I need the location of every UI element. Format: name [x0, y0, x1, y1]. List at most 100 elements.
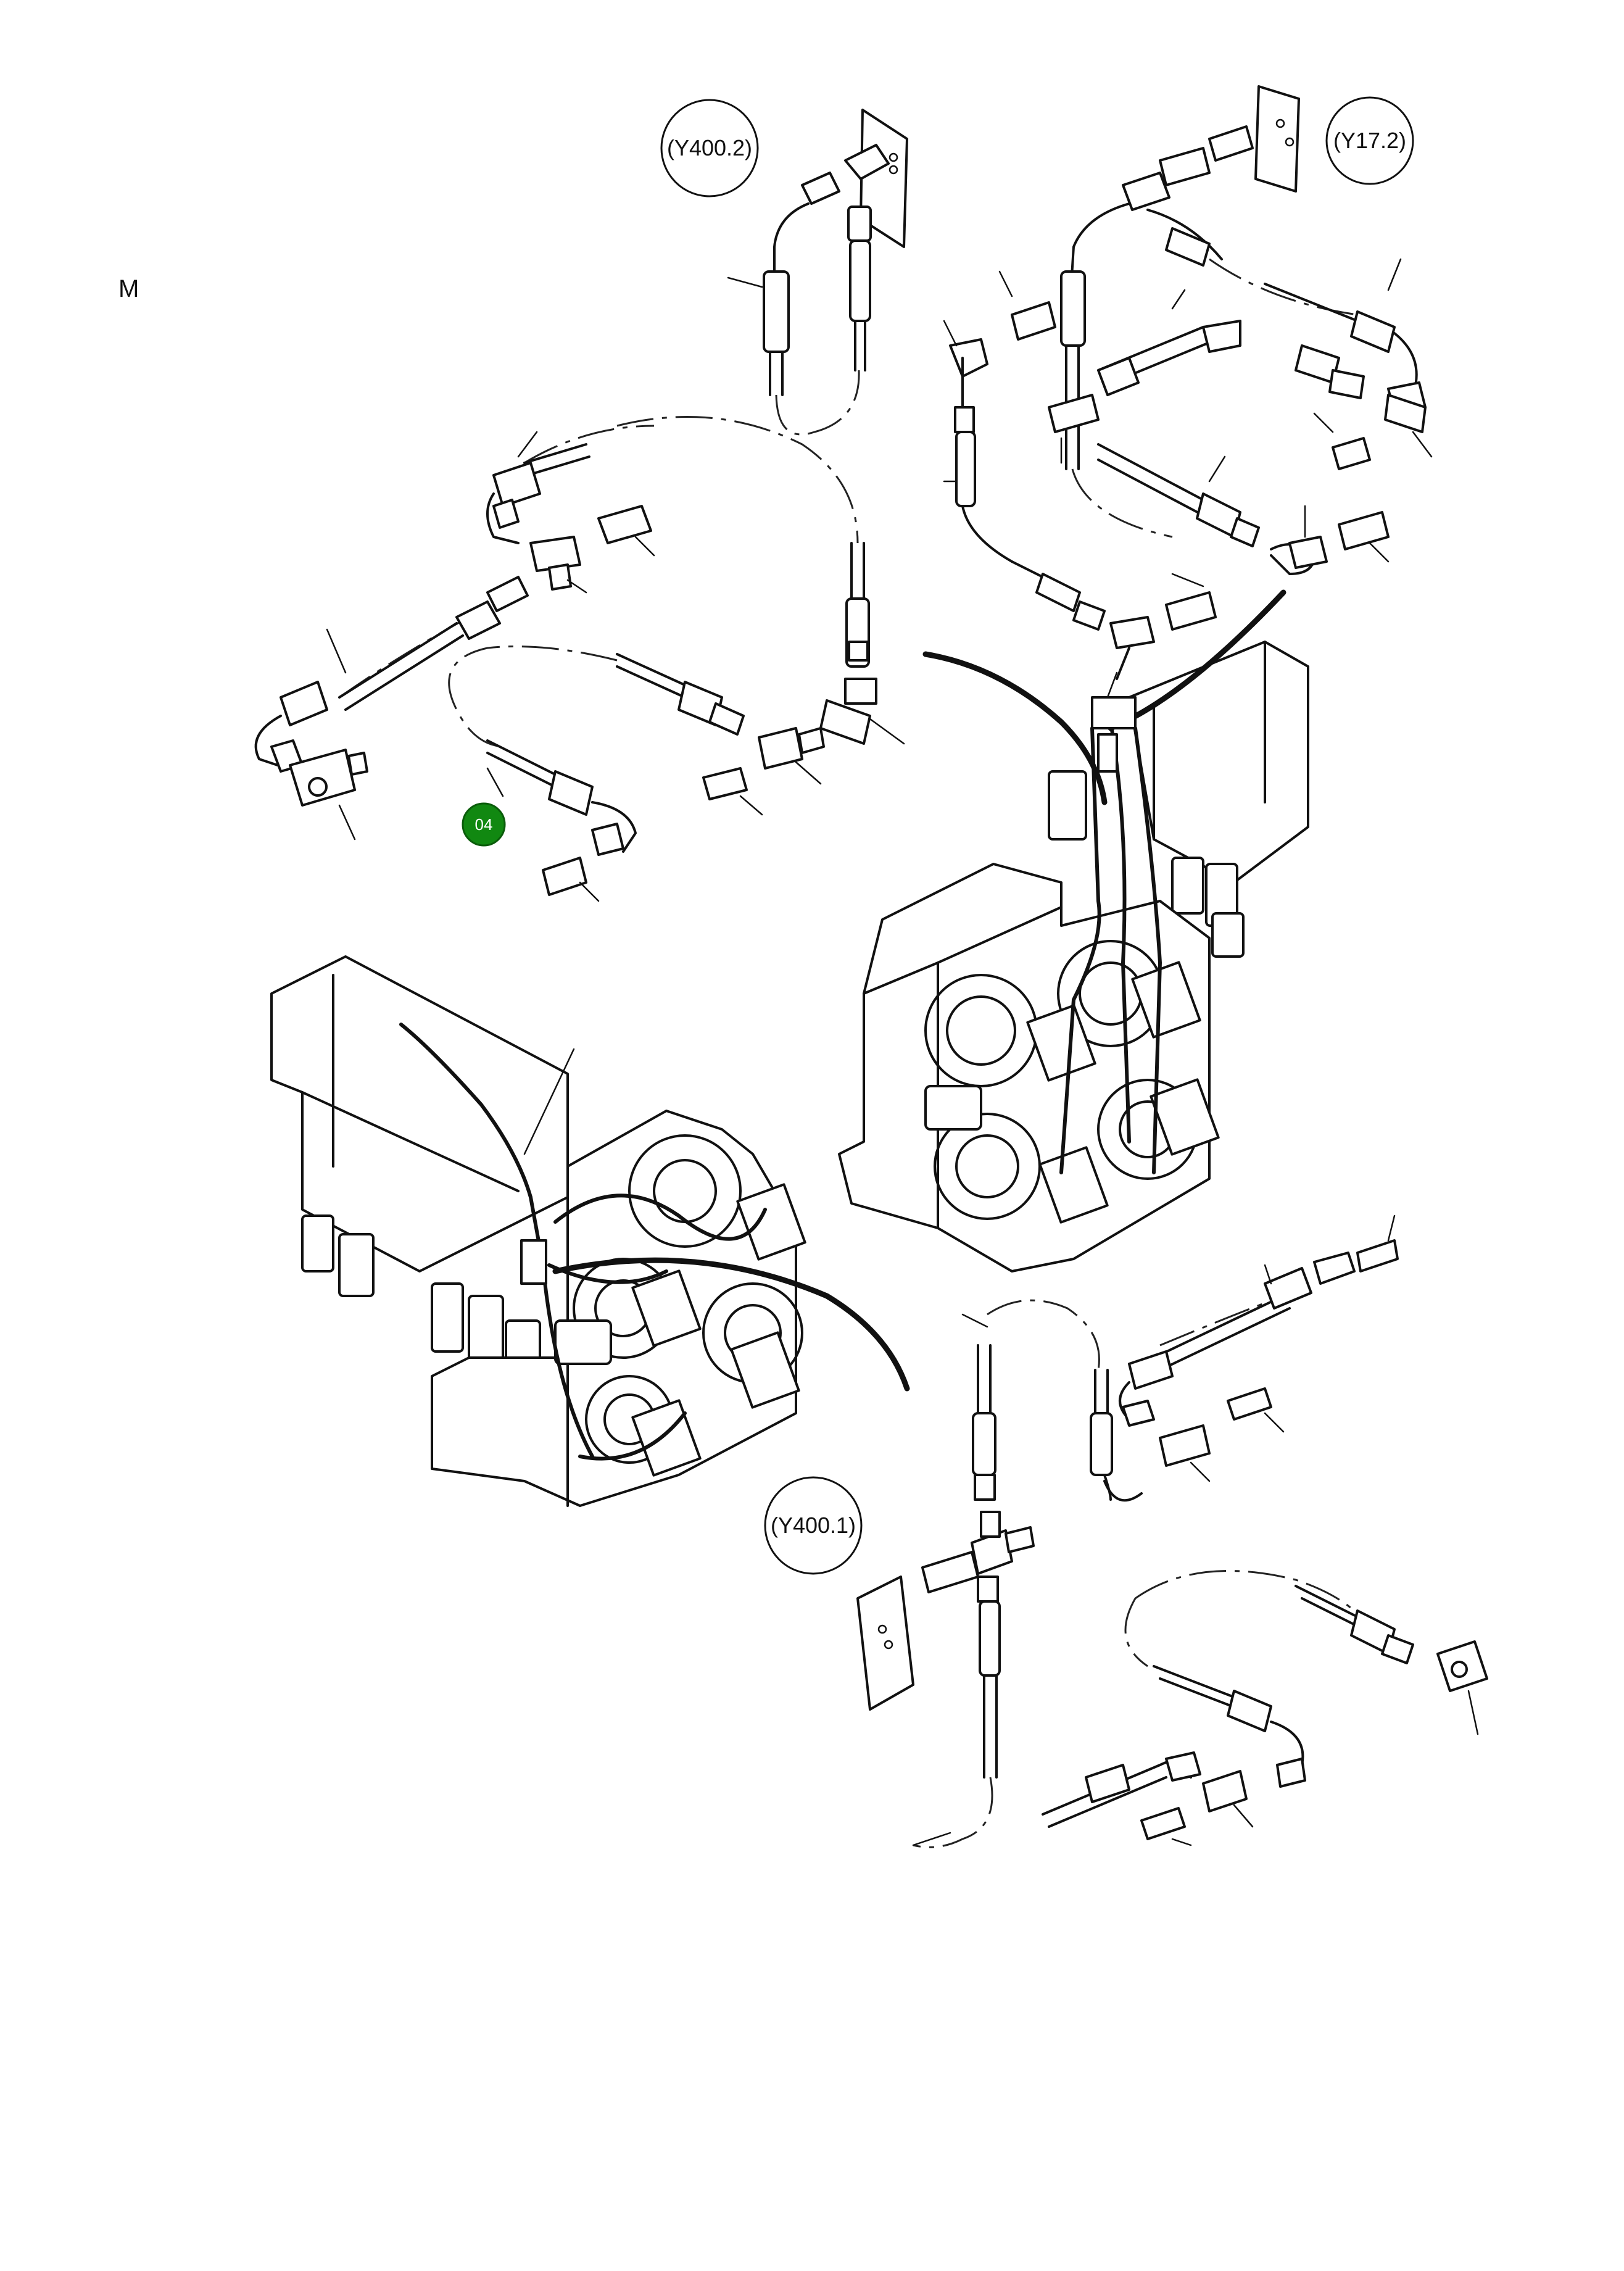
swivel-nut — [801, 172, 840, 205]
hose-nut — [1276, 1758, 1306, 1788]
tee-fitting — [819, 699, 871, 745]
hose-crimp-ferrule — [1264, 1267, 1312, 1310]
straight-adapter — [597, 505, 652, 544]
hose-crimp-ferrule — [1227, 1690, 1272, 1732]
hose-crimp-ferrule — [1097, 357, 1140, 396]
motor-block — [554, 1319, 612, 1365]
solenoid-valve — [1131, 961, 1201, 1039]
hose-crimp-ferrule — [972, 1412, 996, 1476]
straight-adapter — [1048, 394, 1100, 433]
roller — [628, 1134, 742, 1248]
straight-adapter — [1338, 511, 1390, 550]
straight-adapter — [1227, 1387, 1272, 1421]
wiring-harness — [399, 1023, 532, 1199]
hose-crimp-ferrule — [1060, 270, 1086, 347]
hose-crimp-ferrule — [455, 600, 501, 640]
drive-cable — [552, 1257, 910, 1392]
hose-crimp-ferrule — [955, 431, 976, 507]
hose-nut — [1328, 369, 1365, 399]
hose-nut — [1165, 1751, 1201, 1782]
hose-nut — [591, 823, 624, 856]
hose-nut — [954, 406, 975, 433]
hose-assembly-y17-2 — [943, 85, 1433, 699]
item-marker-label: 04 — [475, 815, 493, 834]
hose-end — [1202, 320, 1241, 353]
solenoid-valve — [1150, 1078, 1220, 1156]
hose-nut — [977, 1576, 999, 1603]
hose-nut — [492, 499, 520, 529]
connector-box — [520, 1239, 547, 1285]
solenoid-valve — [631, 1269, 702, 1347]
tee-fitting — [758, 727, 803, 770]
rotary-union — [1436, 1640, 1488, 1692]
straight-adapter — [1011, 301, 1056, 341]
hose-nut — [1381, 1634, 1414, 1664]
tee-fitting — [529, 536, 581, 572]
straight-adapter — [1140, 1807, 1186, 1840]
wiring-harness — [1133, 726, 1162, 1174]
connector — [1097, 733, 1118, 773]
callout-label: (Y400.2) — [667, 135, 752, 160]
tee-fitting — [1202, 1770, 1248, 1812]
elbow-fitting — [949, 338, 988, 378]
hose-nut — [1122, 1400, 1155, 1427]
hose-nut — [847, 206, 872, 242]
filter-cartridges — [1048, 770, 1245, 958]
callout-circle[interactable] — [764, 1476, 863, 1575]
rotary-union — [289, 749, 356, 807]
tank-housing — [1128, 641, 1309, 884]
hose-item-04 — [486, 739, 637, 902]
elbow-fitting — [844, 678, 877, 705]
hose-crimp-ferrule — [1090, 1412, 1113, 1476]
adapter — [1005, 1526, 1035, 1553]
connector-box — [1091, 696, 1137, 729]
hose-crimp-ferrule — [763, 270, 790, 353]
straight-adapter — [542, 857, 587, 896]
elbow-fitting — [844, 144, 890, 180]
wiring-harness — [553, 1194, 767, 1241]
adapter — [798, 727, 825, 754]
adapter — [1159, 147, 1211, 186]
hose-nut — [1313, 1252, 1356, 1285]
gearbox-upper-right — [838, 589, 1309, 1273]
wiring-harness — [578, 1411, 687, 1461]
tee-fitting — [1122, 172, 1170, 211]
callout-label: (Y400.1) — [771, 1513, 856, 1538]
elbow-fitting — [1288, 536, 1328, 569]
adapter — [548, 563, 572, 591]
hose-assembly-upper-left — [254, 416, 905, 841]
gearbox-lower-left — [270, 955, 910, 1507]
hose-crimp-ferrule — [1085, 1764, 1130, 1803]
elbow-fitting — [1109, 616, 1155, 649]
hose-nut — [486, 576, 529, 612]
straight-adapter — [921, 1551, 979, 1593]
callout-y17-2[interactable]: (Y17.2) — [1325, 96, 1414, 185]
solenoid-valve — [730, 1331, 800, 1409]
adapter — [980, 1511, 1001, 1538]
hose-nut — [1072, 600, 1106, 631]
tee-fitting — [1384, 394, 1427, 433]
callout-y400-1[interactable]: (Y400.1) — [764, 1476, 863, 1575]
solenoid-valve — [631, 1399, 702, 1477]
item-marker-circle[interactable] — [462, 802, 506, 847]
hose-crimp-ferrule — [492, 462, 541, 507]
adapter — [347, 752, 368, 776]
hose-crimp-ferrule — [1165, 227, 1211, 267]
straight-adapter — [1165, 591, 1217, 631]
hose-crimp-ferrule — [1035, 573, 1081, 612]
drive-cable — [922, 651, 1108, 805]
hose-crimp-ferrule — [849, 239, 871, 322]
mounting-bracket — [1254, 85, 1300, 193]
callout-y400-2[interactable]: (Y400.2) — [660, 99, 759, 197]
callout-circle[interactable] — [660, 99, 759, 197]
callout-label: (Y17.2) — [1333, 128, 1406, 153]
hose-assembly-y400-2 — [727, 109, 908, 436]
hose-crimp-ferrule — [1350, 310, 1396, 353]
callout-circle[interactable] — [1325, 96, 1414, 185]
motor-block — [924, 1085, 982, 1131]
marker-item-04[interactable]: 04 — [462, 802, 506, 847]
hose-crimp-ferrule — [548, 770, 594, 816]
hose-crimp-ferrule — [979, 1600, 1001, 1677]
hose-nut — [708, 702, 745, 736]
